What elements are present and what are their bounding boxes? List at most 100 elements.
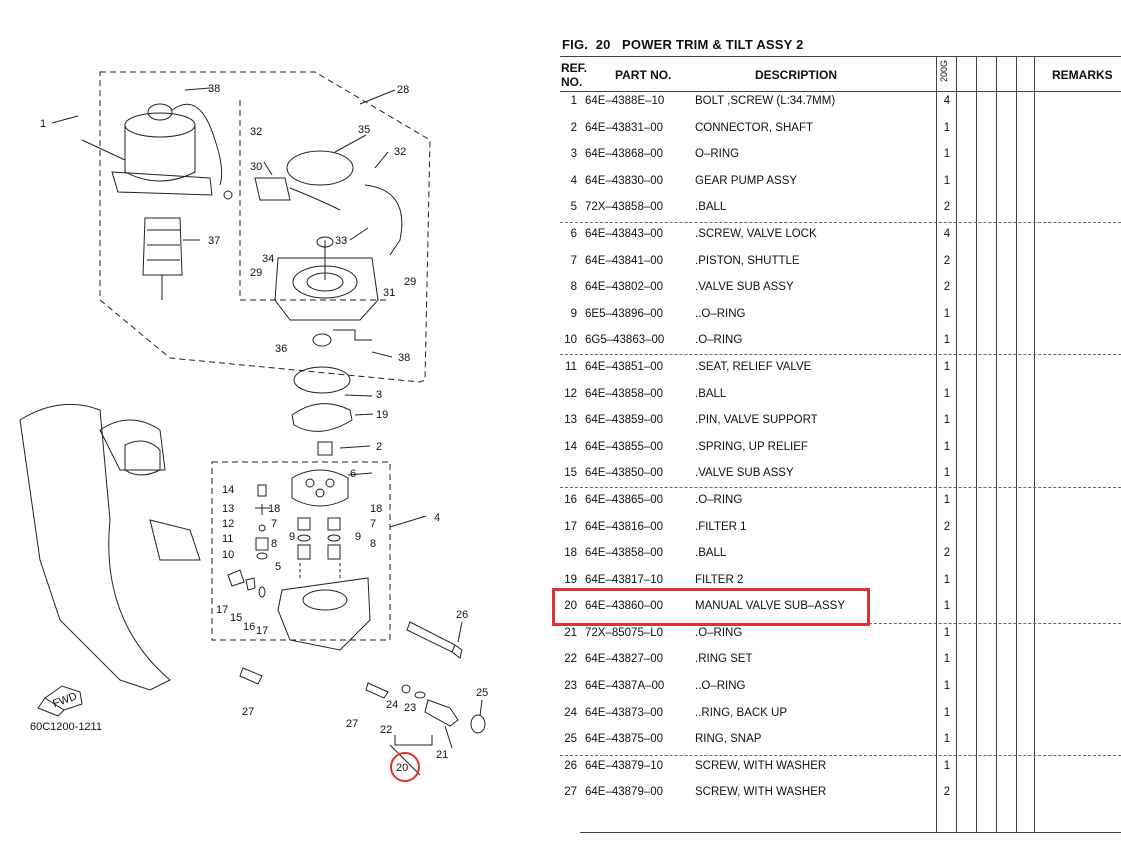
callout-23: 23 [404,702,416,714]
group-separator-5 [560,755,1121,756]
ref-cell: 17 [564,520,577,533]
description-cell: FILTER 2 [695,573,744,586]
qty-cell: 1 [943,467,951,480]
qty-cell: 1 [943,174,951,187]
description-cell: ..O–RING [695,680,746,693]
callout-numbers: 1 2 3 4 5 6 7 7 8 8 9 9 10 11 12 13 14 1… [40,83,488,774]
pump-base [277,577,371,651]
ref-cell: 21 [564,626,577,639]
description-cell: .PISTON, SHUTTLE [695,254,800,267]
o-ring-36 [312,333,332,347]
callout-32a: 32 [250,126,262,138]
callout-33: 33 [335,235,347,247]
fig-number: 20 [595,37,611,52]
table-row: 14 64E–43855–00 .SPRING, UP RELIEF 1 [552,434,1121,461]
ref-cell: 1 [570,95,577,107]
group-outline-4 [211,461,391,641]
part-no-cell: 64E–43827–00 [585,653,664,666]
description-cell: ..O–RING [695,307,746,320]
part-no-cell: 64E–4387A–00 [585,680,665,693]
part-no-cell: 64E–43879–00 [585,786,664,799]
callout-26: 26 [456,609,468,621]
col-divider-3 [976,57,977,832]
callout-4: 4 [434,512,440,524]
description-cell: MANUAL VALVE SUB–ASSY [695,600,845,613]
callout-27b: 27 [346,718,358,730]
description-cell: .SCREW, VALVE LOCK [695,227,817,240]
header-part-no: PART NO. [615,68,672,82]
callout-17a: 17 [216,604,228,616]
callout-25: 25 [476,687,488,699]
description-cell: .SPRING, UP RELIEF [695,440,808,453]
tilt-cylinder [19,403,171,691]
part-no-cell: 64E–43841–00 [585,254,664,267]
callout-27a: 27 [242,706,254,718]
qty-cell: 1 [943,334,951,347]
ref-cell: 24 [564,706,577,719]
col-divider-4 [996,57,997,832]
manual-valve [424,699,459,727]
callout-29a: 29 [250,267,262,279]
part-no-cell: 64E–43859–00 [585,414,664,427]
group-separator-2 [560,354,1121,355]
callout-20: 20 [396,762,408,774]
figure-title: FIG. 20 POWER TRIM & TILT ASSY 2 [562,37,804,52]
qty-cell: 1 [943,573,951,586]
description-cell: .FILTER 1 [695,520,747,533]
description-cell: BOLT ,SCREW (L:34.7MM) [695,95,836,107]
qty-cell: 1 [943,600,951,613]
callout-18b: 18 [370,503,382,515]
part-no-cell: 64E–43855–00 [585,440,664,453]
description-cell: .VALVE SUB ASSY [695,281,794,294]
ref-cell: 14 [564,440,577,453]
callout-22: 22 [380,724,392,736]
part-no-cell: 72X–43858–00 [585,201,664,214]
callout-3: 3 [376,389,382,401]
col-divider-6 [1034,57,1035,832]
header-bottom-rule [560,91,1121,92]
callout-17b: 17 [256,625,268,637]
description-cell: SCREW, WITH WASHER [695,786,827,799]
description-cell: .PIN, VALVE SUPPORT [695,414,818,427]
part-no-cell: 64E–43802–00 [585,281,664,294]
callout-32b: 32 [394,146,406,158]
description-cell: RING, SNAP [695,733,762,746]
pump-housing [274,257,379,321]
description-cell: .BALL [695,201,727,214]
fig-label: FIG. [562,37,589,52]
callout-30: 30 [250,161,262,173]
description-cell: .O–RING [695,626,743,639]
qty-cell: 2 [943,547,951,560]
brush-holder [254,177,291,201]
callout-36: 36 [275,343,287,355]
qty-cell: 1 [943,733,951,746]
qty-cell: 1 [943,680,951,693]
description-cell: .BALL [695,547,727,560]
part-no-cell: 64E–4388E–10 [585,95,665,107]
ref-cell: 10 [564,334,577,347]
part-no-cell: 64E–43879–10 [585,759,664,772]
qty-cell: 1 [943,440,951,453]
gear-pump-top [291,469,349,507]
callout-5: 5 [275,561,281,573]
part-no-cell: 64E–43843–00 [585,227,664,240]
part-no-cell: 6E5–43896–00 [585,307,664,320]
group-outline-inner [239,100,390,301]
qty-cell: 2 [943,520,951,533]
callout-38a: 38 [208,83,220,95]
